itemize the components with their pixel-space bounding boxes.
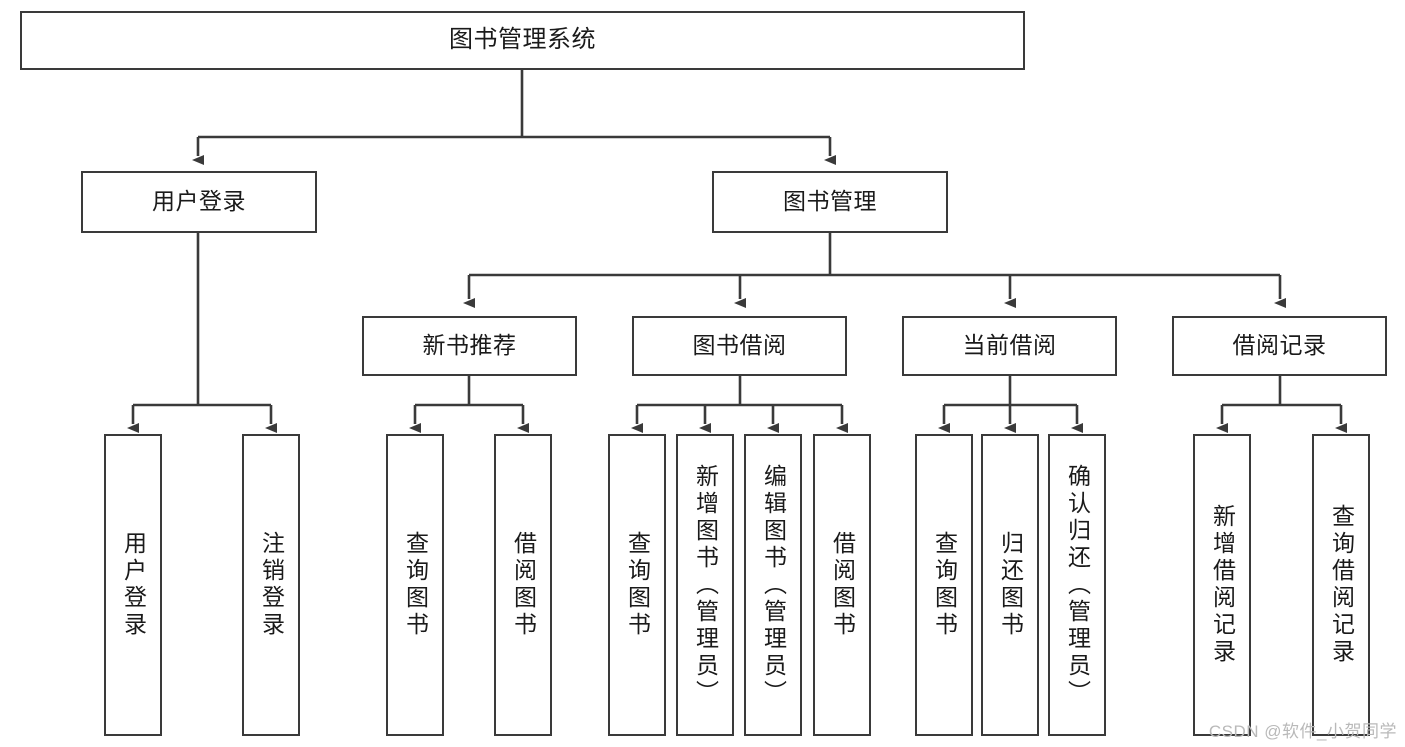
leaf-return-book[interactable]: 归还图书 <box>981 434 1039 736</box>
node-user-login-label: 用户登录 <box>152 188 246 215</box>
leaf-add-book-label: 新增图书（管理员） <box>692 463 719 707</box>
leaf-query-book-3-label: 查询图书 <box>931 531 958 639</box>
leaf-return-book-label: 归还图书 <box>997 531 1024 639</box>
leaf-query-book-3[interactable]: 查询图书 <box>915 434 973 736</box>
node-current-borrow-label: 当前借阅 <box>962 332 1057 359</box>
leaf-confirm-return[interactable]: 确认归还（管理员） <box>1048 434 1106 736</box>
node-borrow-record[interactable]: 借阅记录 <box>1172 316 1387 376</box>
leaf-add-record-label: 新增借阅记录 <box>1209 504 1236 666</box>
leaf-query-book-1-label: 查询图书 <box>402 531 429 639</box>
leaf-query-book-1[interactable]: 查询图书 <box>386 434 444 736</box>
node-user-login[interactable]: 用户登录 <box>81 171 317 233</box>
leaf-user-login-label: 用户登录 <box>120 531 147 639</box>
leaf-borrow-book-2[interactable]: 借阅图书 <box>813 434 871 736</box>
leaf-borrow-book-2-label: 借阅图书 <box>829 531 856 639</box>
leaf-edit-book-label: 编辑图书（管理员） <box>760 463 787 707</box>
leaf-logout[interactable]: 注销登录 <box>242 434 300 736</box>
leaf-edit-book[interactable]: 编辑图书（管理员） <box>744 434 802 736</box>
node-new-book-recommend[interactable]: 新书推荐 <box>362 316 577 376</box>
leaf-borrow-book-1[interactable]: 借阅图书 <box>494 434 552 736</box>
node-current-borrow[interactable]: 当前借阅 <box>902 316 1117 376</box>
node-book-borrow[interactable]: 图书借阅 <box>632 316 847 376</box>
leaf-borrow-book-1-label: 借阅图书 <box>510 531 537 639</box>
node-new-book-recommend-label: 新书推荐 <box>422 332 517 359</box>
leaf-logout-label: 注销登录 <box>258 531 285 639</box>
node-book-manage[interactable]: 图书管理 <box>712 171 948 233</box>
node-root[interactable]: 图书管理系统 <box>20 11 1025 70</box>
leaf-user-login[interactable]: 用户登录 <box>104 434 162 736</box>
leaf-query-record-label: 查询借阅记录 <box>1328 504 1355 666</box>
leaf-add-record[interactable]: 新增借阅记录 <box>1193 434 1251 736</box>
leaf-query-book-2[interactable]: 查询图书 <box>608 434 666 736</box>
leaf-query-record[interactable]: 查询借阅记录 <box>1312 434 1370 736</box>
leaf-confirm-return-label: 确认归还（管理员） <box>1064 463 1091 707</box>
node-root-label: 图书管理系统 <box>449 26 596 54</box>
node-book-manage-label: 图书管理 <box>783 188 877 215</box>
node-book-borrow-label: 图书借阅 <box>692 332 787 359</box>
node-borrow-record-label: 借阅记录 <box>1232 332 1327 359</box>
leaf-query-book-2-label: 查询图书 <box>624 531 651 639</box>
leaf-add-book[interactable]: 新增图书（管理员） <box>676 434 734 736</box>
